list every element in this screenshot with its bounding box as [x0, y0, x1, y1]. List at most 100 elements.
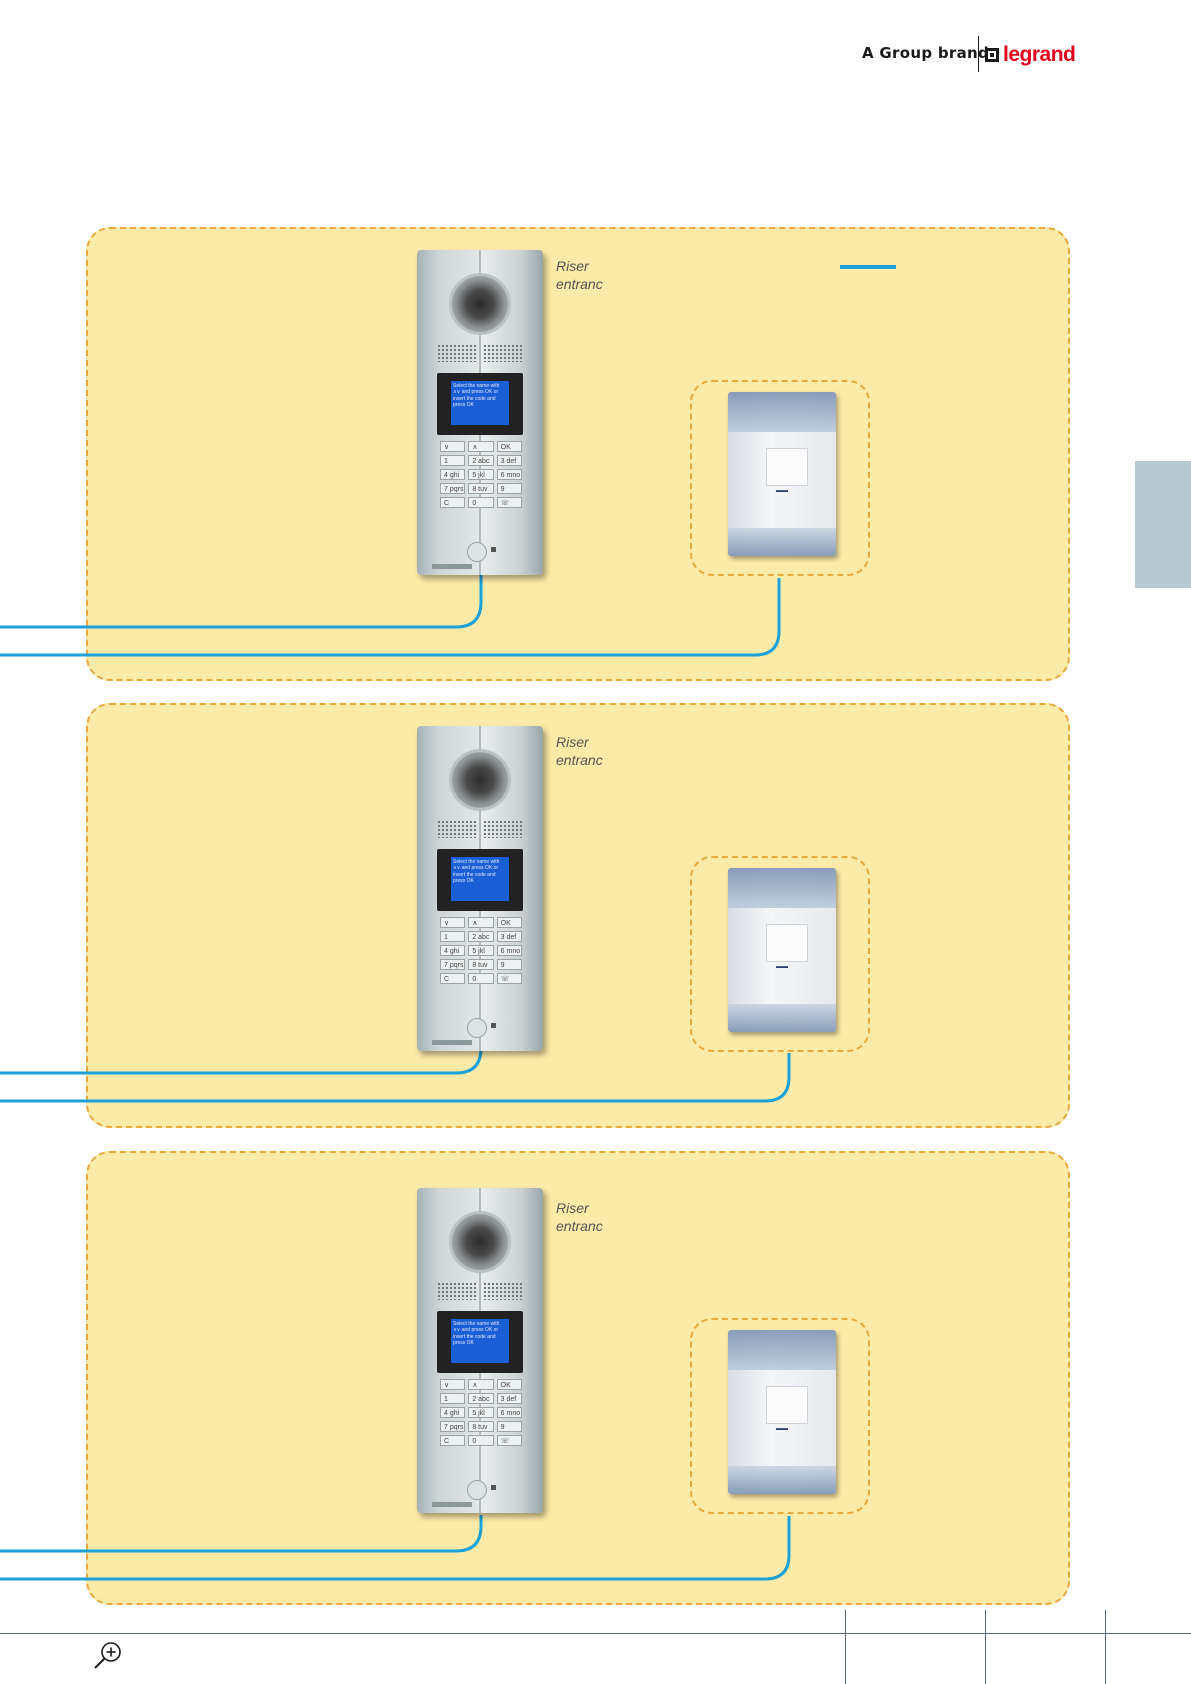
- riser-label-line2: entranc: [556, 1218, 603, 1234]
- module-brand-mark-icon: ▬▬: [776, 1426, 788, 1432]
- panel-keypad: ∨ ∧ OK 1 2 abc 3 def 4 ghi 5 jkl 6 mno 7…: [440, 441, 522, 508]
- key-4[interactable]: 4 ghi: [440, 469, 466, 480]
- camera-icon: [452, 276, 508, 332]
- key-5[interactable]: 5 jkl: [468, 945, 494, 956]
- panel-display: Select the name with ∧∨ and press OK or …: [437, 849, 523, 911]
- key-down[interactable]: ∨: [440, 917, 466, 928]
- key-5[interactable]: 5 jkl: [468, 469, 494, 480]
- panel-screen-text: Select the name with ∧∨ and press OK or …: [451, 381, 509, 425]
- key-3[interactable]: 3 def: [496, 455, 522, 466]
- side-tab: [1135, 461, 1191, 588]
- key-c[interactable]: C: [440, 973, 466, 984]
- key-2[interactable]: 2 abc: [468, 931, 494, 942]
- panel-screen-text: Select the name with ∧∨ and press OK or …: [451, 857, 509, 901]
- key-6[interactable]: 6 mno: [496, 469, 522, 480]
- riser-label-line1: Riser: [556, 1200, 589, 1216]
- key-call[interactable]: ☏: [496, 973, 522, 984]
- controller-module: ▬▬: [728, 1330, 836, 1494]
- key-1[interactable]: 1: [440, 931, 466, 942]
- key-5[interactable]: 5 jkl: [468, 1407, 494, 1418]
- key-call[interactable]: ☏: [496, 497, 522, 508]
- key-8[interactable]: 8 tuv: [468, 1421, 494, 1432]
- key-0[interactable]: 0: [468, 1435, 494, 1446]
- key-8[interactable]: 8 tuv: [468, 959, 494, 970]
- key-0[interactable]: 0: [468, 497, 494, 508]
- legrand-logo-word: legrand: [1003, 43, 1076, 66]
- key-c[interactable]: C: [440, 497, 466, 508]
- key-3[interactable]: 3 def: [496, 931, 522, 942]
- status-led-icon: [491, 1485, 496, 1490]
- key-1[interactable]: 1: [440, 455, 466, 466]
- footer-divider: [845, 1610, 846, 1684]
- key-ok[interactable]: OK: [496, 917, 522, 928]
- legrand-logo-mark-icon: [985, 48, 999, 62]
- call-button[interactable]: [467, 1480, 487, 1500]
- brand-divider: [978, 36, 979, 72]
- speaker-grille-icon: [437, 1282, 477, 1300]
- controller-module: ▬▬: [728, 392, 836, 556]
- key-2[interactable]: 2 abc: [468, 1393, 494, 1404]
- riser-label-line1: Riser: [556, 258, 589, 274]
- call-button[interactable]: [467, 1018, 487, 1038]
- module-brand-mark-icon: ▬▬: [776, 488, 788, 494]
- panel-nameplate: [432, 1502, 472, 1507]
- key-c[interactable]: C: [440, 1435, 466, 1446]
- key-4[interactable]: 4 ghi: [440, 1407, 466, 1418]
- key-4[interactable]: 4 ghi: [440, 945, 466, 956]
- key-up[interactable]: ∧: [468, 1379, 494, 1390]
- key-7[interactable]: 7 pqrs: [440, 959, 466, 970]
- riser-label: Riser entranc: [556, 1199, 606, 1235]
- key-call[interactable]: ☏: [496, 1435, 522, 1446]
- controller-module: ▬▬: [728, 868, 836, 1032]
- key-ok[interactable]: OK: [496, 1379, 522, 1390]
- section-panel-1: [86, 227, 1070, 681]
- speaker-grille-icon: [483, 344, 523, 362]
- panel-keypad: ∨ ∧ OK 1 2 abc 3 def 4 ghi 5 jkl 6 mno 7…: [440, 1379, 522, 1446]
- key-8[interactable]: 8 tuv: [468, 483, 494, 494]
- key-1[interactable]: 1: [440, 1393, 466, 1404]
- key-up[interactable]: ∧: [468, 917, 494, 928]
- key-0[interactable]: 0: [468, 973, 494, 984]
- panel-screen-text: Select the name with ∧∨ and press OK or …: [451, 1319, 509, 1363]
- status-led-icon: [491, 1023, 496, 1028]
- camera-icon: [452, 1214, 508, 1270]
- status-led-icon: [491, 547, 496, 552]
- call-button[interactable]: [467, 542, 487, 562]
- module-brand-mark-icon: ▬▬: [776, 964, 788, 970]
- key-3[interactable]: 3 def: [496, 1393, 522, 1404]
- key-down[interactable]: ∨: [440, 1379, 466, 1390]
- panel-display: Select the name with ∧∨ and press OK or …: [437, 373, 523, 435]
- key-up[interactable]: ∧: [468, 441, 494, 452]
- speaker-grille-icon: [483, 820, 523, 838]
- controller-module-frame: ▬▬: [690, 856, 870, 1052]
- legrand-logo: legrand: [985, 42, 1076, 68]
- group-brand-text: A Group brand: [862, 44, 990, 62]
- speaker-grille-icon: [483, 1282, 523, 1300]
- speaker-grille-icon: [437, 344, 477, 362]
- riser-label-line1: Riser: [556, 734, 589, 750]
- riser-label-line2: entranc: [556, 276, 603, 292]
- camera-icon: [452, 752, 508, 808]
- entrance-panel: Select the name with ∧∨ and press OK or …: [417, 726, 543, 1051]
- controller-module-frame: ▬▬: [690, 1318, 870, 1514]
- zoom-in-icon[interactable]: [92, 1640, 124, 1672]
- panel-nameplate: [432, 564, 472, 569]
- key-7[interactable]: 7 pqrs: [440, 1421, 466, 1432]
- key-9[interactable]: 9 wxyz: [496, 483, 522, 494]
- key-9[interactable]: 9 wxyz: [496, 959, 522, 970]
- entrance-panel: Select the name with ∧∨ and press OK or …: [417, 250, 543, 575]
- key-down[interactable]: ∨: [440, 441, 466, 452]
- key-7[interactable]: 7 pqrs: [440, 483, 466, 494]
- key-ok[interactable]: OK: [496, 441, 522, 452]
- panel-keypad: ∨ ∧ OK 1 2 abc 3 def 4 ghi 5 jkl 6 mno 7…: [440, 917, 522, 984]
- footer-divider: [1105, 1610, 1106, 1684]
- key-6[interactable]: 6 mno: [496, 945, 522, 956]
- footer-divider: [985, 1610, 986, 1684]
- key-9[interactable]: 9 wxyz: [496, 1421, 522, 1432]
- speaker-grille-icon: [437, 820, 477, 838]
- key-2[interactable]: 2 abc: [468, 455, 494, 466]
- riser-label-line2: entranc: [556, 752, 603, 768]
- key-6[interactable]: 6 mno: [496, 1407, 522, 1418]
- riser-label: Riser entranc: [556, 733, 606, 769]
- entrance-panel: Select the name with ∧∨ and press OK or …: [417, 1188, 543, 1513]
